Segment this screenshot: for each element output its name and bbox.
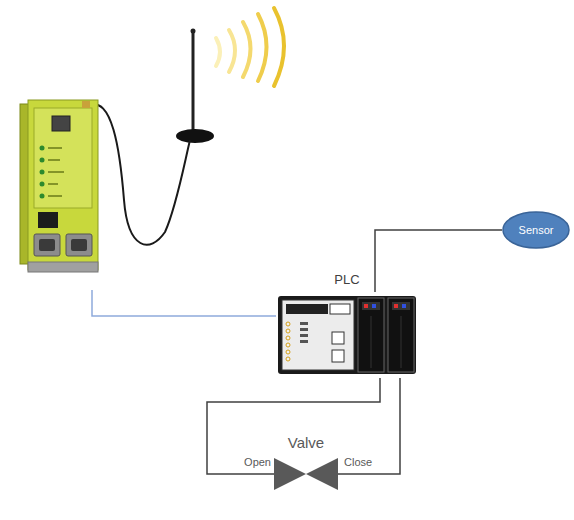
wave: [216, 38, 220, 66]
led-marks: [48, 148, 64, 196]
plc-unit: PLC: [276, 270, 418, 378]
ellipse-shape: [503, 212, 569, 248]
antenna-rod: [192, 32, 195, 130]
cpu-module: [282, 300, 354, 370]
vent-slot: [300, 340, 308, 343]
wave: [274, 8, 284, 86]
wire-connector: [207, 378, 380, 474]
led: [40, 170, 45, 175]
wave: [229, 30, 235, 72]
plc-port: [332, 350, 344, 362]
status-dot: [286, 350, 290, 354]
io-edge: [401, 316, 402, 368]
led: [40, 146, 45, 151]
status-dot: [286, 343, 290, 347]
wire-connector: [338, 378, 400, 474]
wave: [243, 22, 251, 77]
led: [40, 182, 45, 187]
serial-port-inner: [39, 239, 55, 251]
wave: [258, 14, 267, 81]
led: [40, 194, 45, 199]
io-module: [358, 298, 384, 372]
io-edge: [371, 316, 372, 368]
status-dot: [286, 329, 290, 333]
serial-port: [34, 234, 60, 256]
antenna-connector: [82, 101, 90, 108]
valve-half: [306, 458, 338, 490]
vent-slot: [300, 328, 308, 331]
modem-body: [28, 100, 98, 270]
status-dot: [286, 336, 290, 340]
io-display: [362, 302, 380, 310]
plc-picture: [276, 292, 418, 378]
io-led: [364, 304, 368, 308]
io-led: [372, 304, 376, 308]
node-text: Valve: [272, 432, 340, 454]
valve-half: [274, 458, 306, 490]
io-led: [394, 304, 398, 308]
modem-base: [28, 262, 98, 272]
node-text: Sensor: [519, 224, 554, 236]
cpu-label: [330, 304, 350, 314]
antenna-cable: [88, 104, 190, 244]
plc-rack: [278, 296, 416, 374]
modem-device: [20, 100, 98, 272]
node-text: PLC: [276, 270, 418, 290]
vent-slot: [300, 322, 308, 325]
status-dot: [286, 357, 290, 361]
cpu-display: [286, 304, 328, 314]
vent-slot: [300, 334, 308, 337]
plc-port: [332, 332, 344, 344]
valve-port-label: Open: [244, 456, 271, 468]
modem-panel: [34, 108, 92, 208]
valve-port-label: Close: [344, 456, 372, 468]
status-dot: [286, 322, 290, 326]
sensor-ellipse: Sensor: [502, 211, 570, 249]
antenna-base: [176, 129, 214, 143]
serial-port: [66, 234, 92, 256]
wire-connector: [375, 230, 502, 292]
io-led: [402, 304, 406, 308]
serial-port-inner: [71, 239, 87, 251]
valve-picture: [272, 458, 340, 490]
radio-waves: [216, 8, 284, 86]
antenna-tip: [191, 29, 196, 34]
led: [40, 158, 45, 163]
valve-symbol: Valve: [272, 432, 340, 492]
network-link: [92, 290, 276, 316]
ethernet-port: [52, 116, 70, 131]
io-display: [392, 302, 410, 310]
io-module: [388, 298, 414, 372]
terminal-block: [38, 212, 58, 228]
